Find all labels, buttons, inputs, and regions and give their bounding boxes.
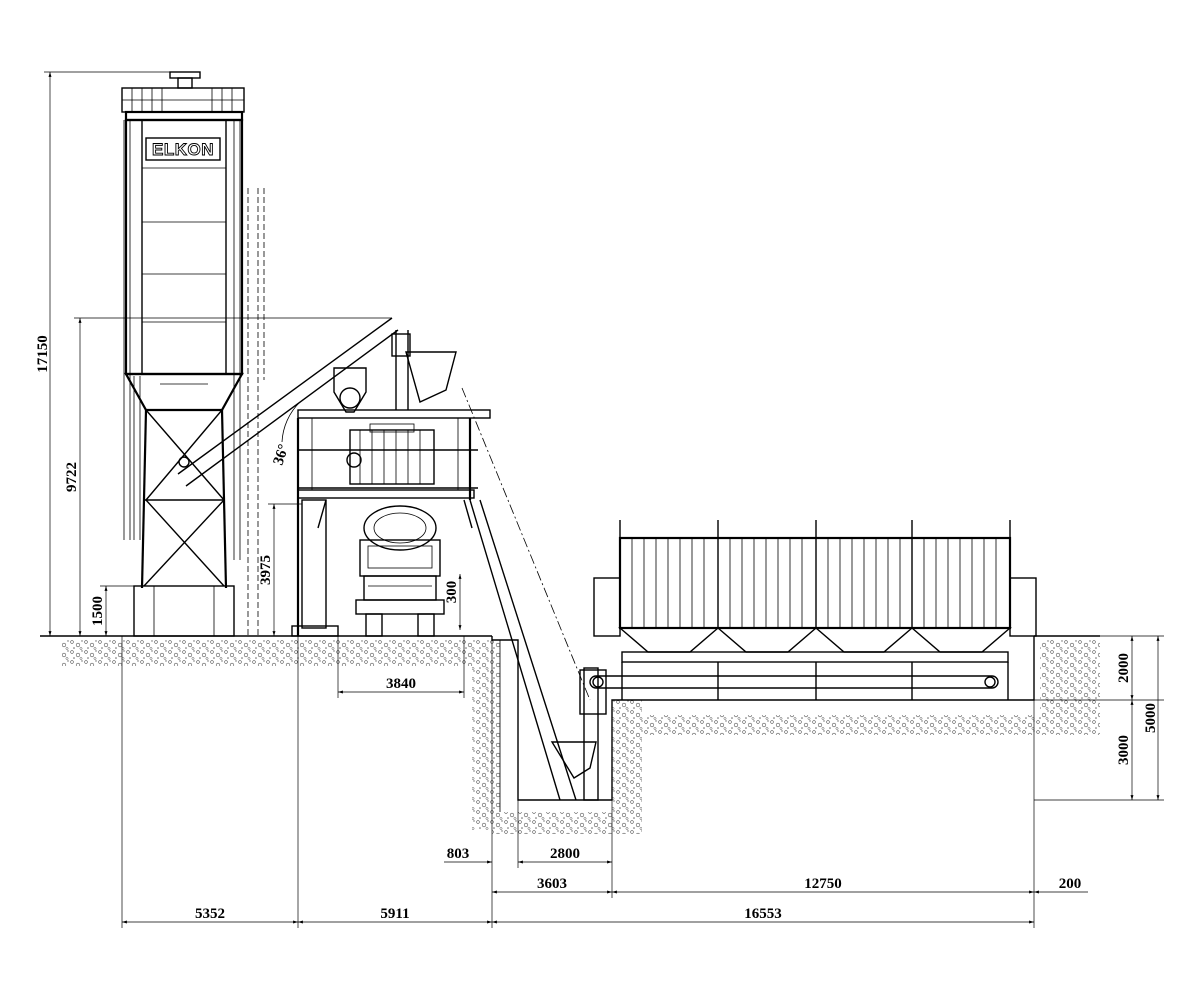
dim-pit-offset: 803 (447, 846, 470, 862)
dim-aggregate-span: 16553 (744, 906, 782, 922)
dim-pit-total: 3603 (537, 876, 567, 892)
dim-total-depth: 5000 (1143, 703, 1159, 733)
dim-truck-width: 3840 (386, 676, 416, 692)
dim-mixer-span: 5911 (380, 906, 409, 922)
mixer-platform (291, 330, 491, 637)
dim-bins-end: 200 (1059, 876, 1082, 892)
dim-gap: 300 (444, 581, 460, 604)
dim-truck-clearance: 3975 (258, 555, 274, 585)
dim-total-height: 17150 (35, 335, 51, 373)
horizontal-dimensions: 3840 803 2800 3603 12750 200 5352 5911 1… (121, 636, 1088, 928)
dim-discharge-height: 9722 (64, 462, 80, 492)
angle-label: 36° (271, 442, 293, 467)
dim-hopper-top: 2000 (1116, 653, 1132, 683)
dim-pit-width: 2800 (550, 846, 580, 862)
aggregate-bins (589, 520, 1037, 700)
dim-bins-length: 12750 (804, 876, 842, 892)
vertical-dimensions: 17150 9722 1500 3975 300 2000 3000 5000 (35, 71, 1164, 801)
dim-silo-leg: 1500 (90, 596, 106, 626)
dim-hopper-pit: 3000 (1116, 735, 1132, 765)
brand-label: ELKON (152, 140, 214, 159)
brand-plate (145, 137, 221, 161)
inclined-belt-conveyor (461, 387, 607, 801)
dim-silo-span: 5352 (195, 906, 225, 922)
truck-mixer (355, 505, 445, 637)
ground (40, 635, 1100, 834)
screw-conveyor: 36° (177, 317, 399, 487)
cement-silo: ELKON (121, 71, 265, 637)
